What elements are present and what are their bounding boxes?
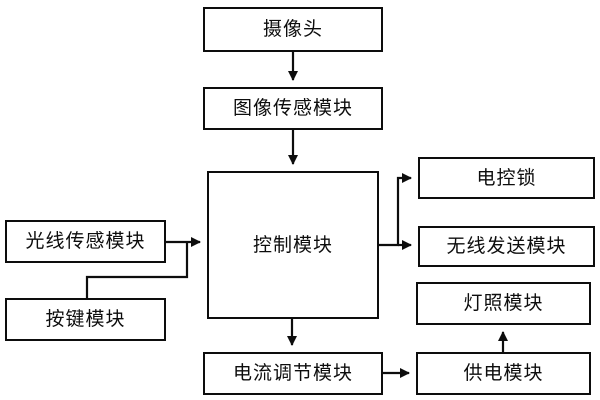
node-light_sensor[interactable]: 光线传感模块	[5, 220, 166, 263]
node-key_module[interactable]: 按键模块	[5, 298, 166, 341]
node-current_regulator[interactable]: 电流调节模块	[203, 352, 383, 395]
node-label-key_module: 按键模块	[45, 308, 126, 330]
node-electronic_lock[interactable]: 电控锁	[418, 157, 595, 199]
node-label-camera: 摄像头	[262, 18, 323, 40]
edge-control-to-electronic-lock	[379, 173, 412, 247]
node-power_supply[interactable]: 供电模块	[416, 352, 591, 395]
node-label-lighting: 灯照模块	[463, 292, 544, 314]
node-camera[interactable]: 摄像头	[203, 7, 383, 52]
node-lighting[interactable]: 灯照模块	[416, 282, 591, 325]
node-label-current_regulator: 电流调节模块	[232, 362, 353, 384]
node-label-light_sensor: 光线传感模块	[25, 230, 146, 252]
node-image_sensor[interactable]: 图像传感模块	[203, 87, 383, 130]
node-wireless_tx[interactable]: 无线发送模块	[418, 226, 595, 267]
node-label-wireless_tx: 无线发送模块	[446, 235, 567, 257]
node-label-image_sensor: 图像传感模块	[232, 97, 353, 119]
node-control[interactable]: 控制模块	[207, 171, 379, 319]
node-label-electronic_lock: 电控锁	[476, 166, 537, 189]
node-label-power_supply: 供电模块	[463, 362, 544, 384]
node-label-control: 控制模块	[252, 233, 333, 256]
